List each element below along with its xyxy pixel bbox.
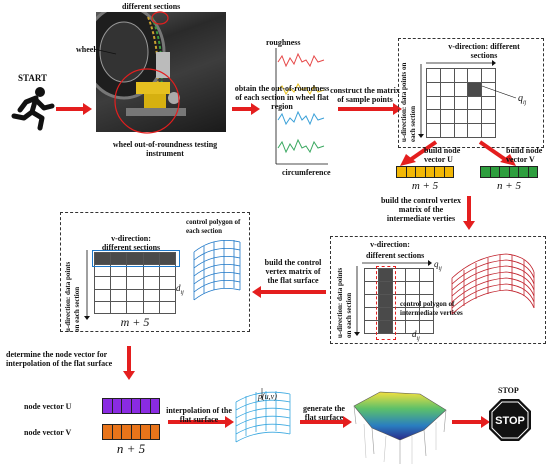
matrix-sample-points-box	[398, 38, 544, 148]
intermediate-v-dir2: different sections	[366, 251, 425, 260]
stop-sign-icon: STOP	[489, 399, 531, 441]
roughness-plot	[275, 48, 328, 165]
flat-d-sub: ij	[180, 289, 184, 296]
wheel-pointer	[93, 48, 117, 55]
matrix1-grid	[426, 68, 496, 138]
instrument-highlight	[114, 68, 180, 134]
intermediate-q-sub: ij	[438, 265, 442, 272]
node-vector-u2-label: node vector U	[24, 402, 72, 411]
step-determine: determine the node vector for interpolat…	[6, 350, 113, 368]
node-vector-v-count: n + 5	[497, 180, 521, 192]
arrow-to-node-v	[478, 140, 516, 166]
flat-polygon-label: control polygon of each section	[186, 218, 241, 235]
interp-point-label: p(u,v)	[258, 392, 277, 401]
stop-sign-text: STOP	[495, 415, 525, 427]
node-vector-v-label: build node vector V	[506, 146, 543, 164]
arrow-to-node-u	[400, 140, 438, 166]
flat-u-arrow	[84, 250, 90, 320]
intermediate-grid	[364, 268, 434, 334]
step-build-flat: build the control vertex matrix of the f…	[264, 258, 322, 285]
arrow-to-node-vectors	[123, 346, 135, 380]
flat-d-label: dij	[176, 283, 184, 296]
matrix1-q-sub: ij	[523, 100, 527, 106]
matrix1-v-direction: v-direction: different sections	[448, 42, 520, 60]
node-vector-u2	[102, 398, 160, 414]
roughness-xlabel: circumference	[282, 168, 331, 177]
intermediate-v-dir: v-direction:	[370, 240, 410, 249]
intermediate-d-label: dij	[412, 329, 420, 342]
matrix1-v-arrow	[426, 60, 496, 66]
arrow-to-flat-matrix	[252, 286, 326, 298]
flat-v-dir: v-direction: different sections	[101, 234, 161, 252]
node-vector-v2-count: n + 5	[116, 441, 146, 456]
flat-mesh	[193, 239, 241, 301]
node-vector-v	[480, 166, 538, 178]
matrix1-q-pointer	[481, 85, 517, 99]
matrix-intermediate-box	[330, 236, 546, 344]
arrow-start-to-photo	[56, 103, 92, 115]
flat-highlight-row	[92, 250, 180, 267]
node-vector-u-count: m + 5	[411, 180, 439, 192]
node-vector-u	[396, 166, 454, 178]
matrix1-u-arrow	[418, 64, 424, 138]
arrow-to-matrix	[338, 103, 402, 115]
intermediate-q-label: qij	[434, 259, 442, 272]
roughness-ylabel: roughness	[266, 38, 301, 47]
runner-icon	[11, 87, 55, 131]
matrix-flat-box	[60, 212, 250, 332]
intermediate-d-sub: ij	[416, 335, 420, 342]
arrow-to-stop	[452, 416, 490, 428]
node-vector-u-label: build node vector U	[424, 146, 461, 164]
step-construct: construct the matrix of sample points	[330, 86, 400, 104]
arrow-to-surface	[300, 416, 352, 428]
sections-highlight	[151, 11, 169, 25]
arrow-photo-to-obtain	[232, 103, 260, 115]
flat-grid	[94, 252, 176, 314]
intermediate-highlight-column	[376, 266, 396, 340]
stop-label: STOP	[498, 386, 519, 395]
node-vector-v2	[102, 424, 160, 440]
step-interpolate: interpolation of the flat surface	[166, 406, 232, 424]
intermediate-u-dir: u-direction: data points on each section	[336, 267, 353, 338]
label-instrument: wheel out-of-roundness testing instrumen…	[112, 140, 218, 158]
flat-u-dir: u-direction: data points on each section	[64, 261, 81, 332]
matrix1-u-direction: u-direction: data points on each section	[400, 62, 417, 142]
intermediate-v-arrow	[362, 260, 432, 266]
arrow-to-intermediate	[463, 196, 475, 230]
start-label: START	[18, 73, 48, 83]
arrow-to-interpolation	[168, 416, 234, 428]
interpolation-mesh	[235, 388, 291, 443]
flat-count: m + 5	[120, 315, 150, 329]
matrix1-cell-q	[468, 82, 483, 97]
step-generate: generate the flat surface	[303, 404, 345, 422]
intermediate-u-arrow	[354, 266, 360, 336]
label-different-sections: different sections	[122, 2, 181, 11]
intermediate-polygon-label: control polygon of intermediate vertices	[400, 300, 463, 317]
step-obtain: obtain the out-of-roundness of each sect…	[234, 84, 330, 111]
intermediate-mesh	[451, 253, 535, 315]
step-build-intermediate: build the control vertex matrix of the i…	[380, 196, 462, 223]
label-wheel: wheel	[76, 45, 96, 54]
node-vector-v2-label: node vector V	[24, 428, 72, 437]
matrix1-q-label: qij	[518, 93, 527, 107]
flat-surface-plot	[353, 391, 447, 464]
